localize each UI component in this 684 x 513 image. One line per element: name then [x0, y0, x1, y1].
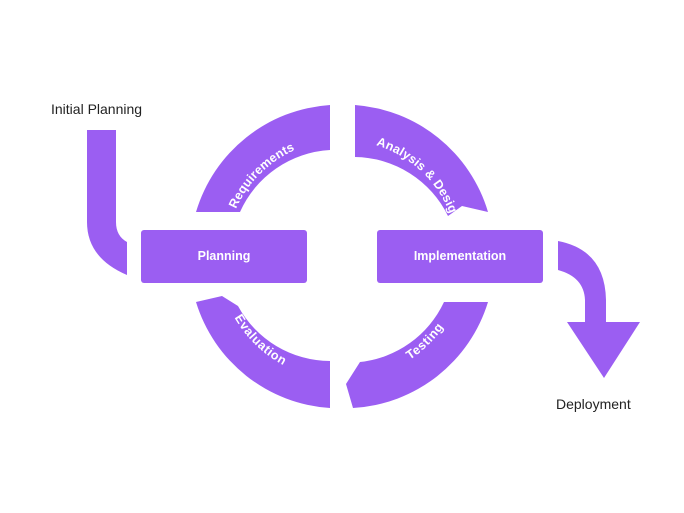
deployment-arrow [558, 241, 640, 378]
deployment-label: Deployment [556, 396, 631, 412]
box-planning-label: Planning [198, 249, 251, 263]
arc-testing [346, 302, 488, 408]
entry-connector [87, 130, 127, 275]
box-planning [141, 230, 307, 283]
box-implementation-label: Implementation [414, 249, 506, 263]
box-implementation [377, 230, 543, 283]
arc-evaluation [196, 296, 330, 408]
arc-analysis-design [355, 105, 488, 216]
arc-requirements [196, 105, 330, 212]
initial-planning-label: Initial Planning [51, 101, 143, 117]
